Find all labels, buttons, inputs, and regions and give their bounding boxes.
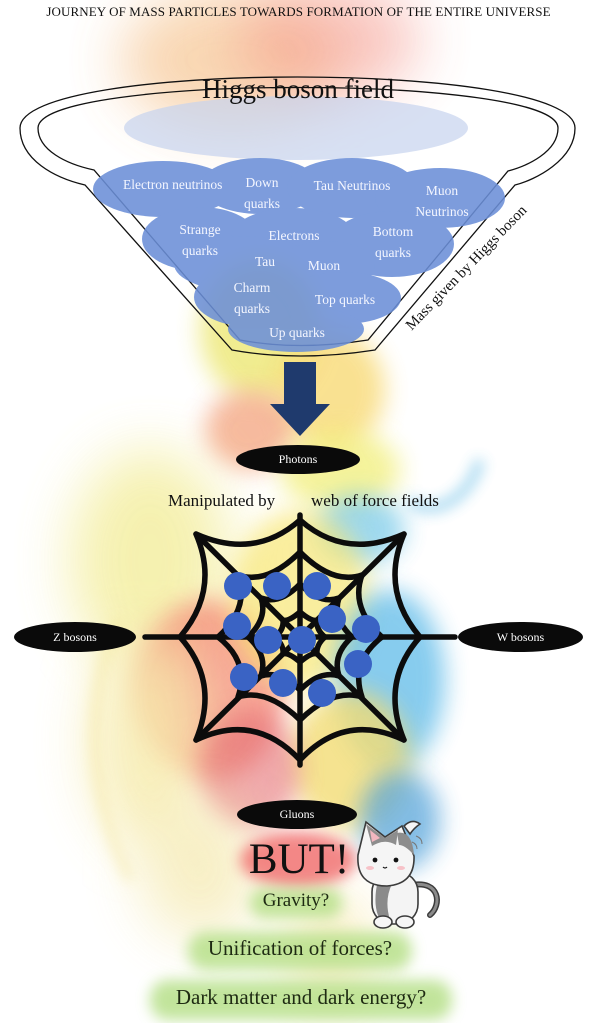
- particle-muon: Muon: [307, 258, 341, 273]
- particle-electrons: Electrons: [268, 228, 320, 243]
- question-gravity: Gravity?: [262, 890, 330, 911]
- page-title: JOURNEY OF MASS PARTICLES TOWARDS FORMAT…: [46, 4, 551, 19]
- funnel-outline: [19, 76, 576, 357]
- but-heading: BUT!: [248, 836, 350, 883]
- particle-electron-neutrinos: Electron neutrinos: [123, 177, 223, 192]
- particle-down-quarks: Down quarks: [244, 175, 280, 211]
- question-dark-matter: Dark matter and dark energy?: [175, 985, 427, 1009]
- photons-pill: Photons: [236, 445, 360, 474]
- particle-bottom-quarks: Bottom quarks: [372, 224, 414, 260]
- web-label-right: web of force fields: [311, 491, 439, 510]
- web-label-left: Manipulated by: [168, 491, 276, 510]
- unification-glow: [188, 932, 412, 970]
- gluons-pill: Gluons: [237, 800, 357, 829]
- down-arrow: [270, 362, 330, 436]
- particle-up-quarks: Up quarks: [269, 325, 325, 340]
- cat-illustration: [357, 820, 440, 929]
- z-bosons-pill: Z bosons: [14, 622, 136, 652]
- w-bosons-pill: W bosons: [458, 622, 583, 652]
- gravity-glow: [250, 888, 342, 918]
- particle-cloud: [93, 96, 505, 352]
- particle-strange-quarks: Strange quarks: [179, 222, 221, 258]
- web-particles: [223, 572, 380, 707]
- question-unification: Unification of forces?: [207, 936, 393, 960]
- particle-muon-neutrinos: Muon Neutrinos: [415, 183, 469, 219]
- dark-glow: [150, 980, 452, 1020]
- particle-charm-quarks: Charm quarks: [233, 280, 271, 316]
- higgs-field-heading: Higgs boson field: [202, 74, 394, 104]
- particle-top-quarks: Top quarks: [314, 292, 376, 307]
- particle-tau: Tau: [254, 254, 276, 269]
- but-glow: [240, 832, 356, 888]
- particle-tau-neutrinos: Tau Neutrinos: [313, 178, 391, 193]
